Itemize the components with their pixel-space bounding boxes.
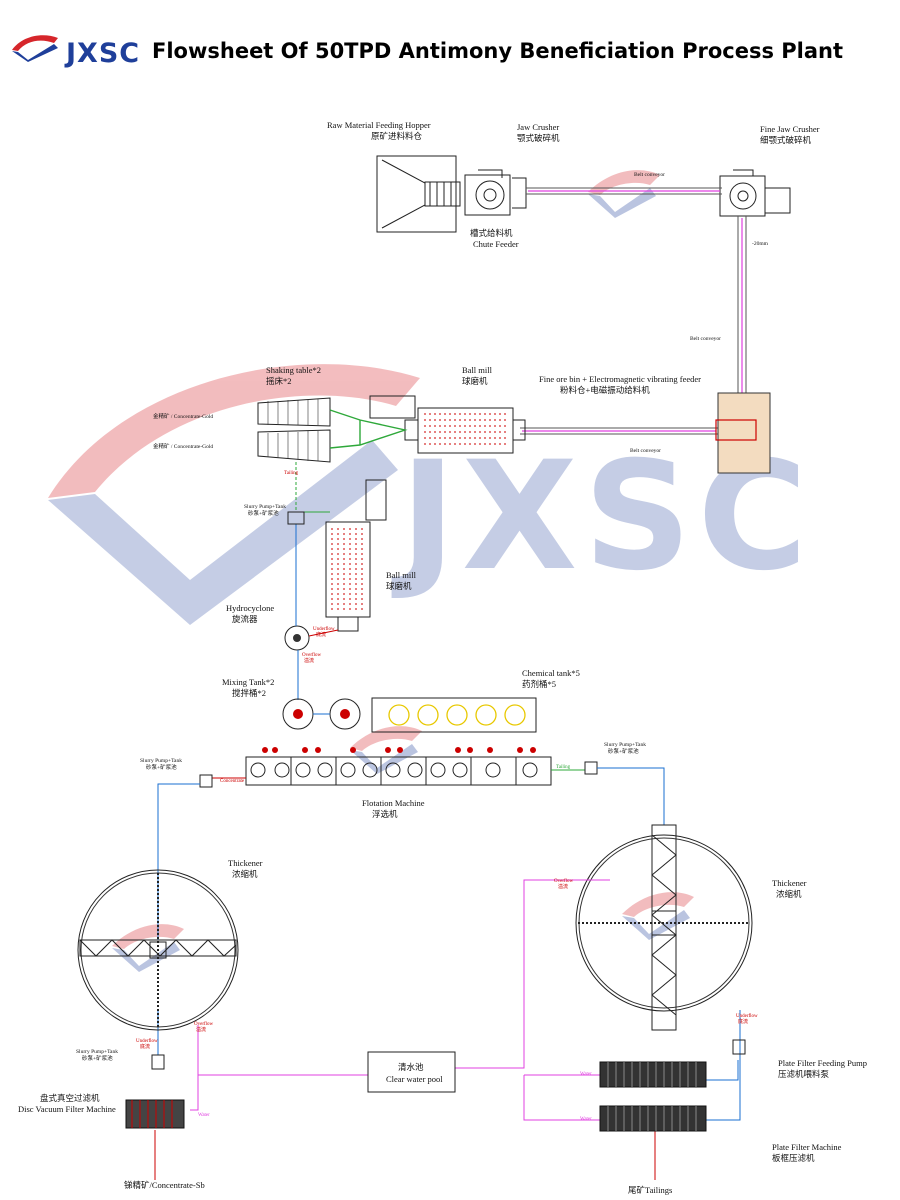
underflow-label-2-cn: 底流 (140, 1043, 150, 1050)
fine-bin-label-en: Fine ore bin + Electromagnetic vibrating… (539, 374, 701, 384)
water-lines (190, 879, 610, 1121)
slurry-pump-3-label-cn: 砂泵+矿浆池 (608, 747, 639, 755)
jaw-crusher (464, 169, 527, 216)
overflow-label-2-cn: 溢流 (558, 883, 568, 890)
fine-jaw-crusher (719, 169, 791, 217)
plate-filter-machines (599, 1061, 707, 1132)
fine-ore-bin (715, 392, 771, 474)
tailing-flow-label: Tailing (556, 765, 571, 770)
mixing-tank-label-cn: 搅拌桶*2 (232, 688, 266, 698)
overflow-label-3: Overflow (194, 1022, 214, 1027)
slurry-pump-2-label: Slurry Pump+Tank (140, 758, 182, 764)
slurry-pump-tank-4 (151, 1054, 165, 1070)
brand-name: JXSC (66, 38, 141, 69)
belt-conveyors (520, 187, 747, 435)
underflow-label-1-cn: 底流 (316, 631, 326, 638)
concentrate-sb-label: 锑精矿/Concentrate-Sb (124, 1180, 205, 1190)
ball-mill-2-label-cn: 球磨机 (386, 581, 412, 591)
slurry-pump-3-label: Slurry Pump+Tank (604, 742, 646, 748)
page-title: Flowsheet Of 50TPD Antimony Beneficiatio… (152, 39, 844, 63)
jaw-crusher-label-cn: 颚式破碎机 (517, 133, 560, 143)
slurry-pump-1 (287, 511, 305, 525)
disc-filter-label-cn: 盘式真空过滤机 (40, 1093, 100, 1103)
ball-mill-1-label-en: Ball mill (462, 365, 493, 375)
jaw-crusher-label-en: Jaw Crusher (517, 122, 559, 132)
header: JXSC Flowsheet Of 50TPD Antimony Benefic… (0, 0, 900, 100)
shaking-tables (257, 397, 408, 512)
hopper-label-cn: 原矿进料料仓 (371, 131, 423, 141)
underflow-label-1: Underflow (313, 627, 335, 632)
water-label-1: Water (198, 1113, 210, 1118)
ball-mill-2-label-en: Ball mill (386, 570, 417, 580)
thickener-2-label-en: Thickener (772, 878, 807, 888)
belt-label-3: Belt conveyor (630, 448, 661, 454)
plate-pump-label-en: Plate Filter Feeding Pump (778, 1058, 867, 1068)
concentrate-gold-1: 金精矿 / Concentrate-Gold (153, 412, 213, 420)
thickener-2-label-cn: 浓缩机 (776, 889, 802, 899)
flotation-machine (212, 747, 585, 786)
size-label: -20mm (752, 241, 769, 247)
watermark: JXSC (48, 170, 808, 972)
clear-water-label-cn: 清水池 (398, 1062, 424, 1072)
slurry-pump-1-label-cn: 砂泵+矿浆池 (248, 509, 279, 517)
hydrocyclone-label-cn: 旋流器 (232, 614, 258, 624)
plate-filter-label-en: Plate Filter Machine (772, 1142, 842, 1152)
underflow-label-3-cn: 底流 (738, 1018, 748, 1025)
concentrate-flow-label: Concentrate (220, 779, 245, 784)
fine-jaw-label-en: Fine Jaw Crusher (760, 124, 820, 134)
labels: Raw Material Feeding Hopper 原矿进料料仓 Jaw C… (18, 120, 867, 1195)
water-label-2: Water (580, 1072, 592, 1077)
clear-water-pool (367, 1051, 456, 1093)
overflow-label-1-cn: 溢流 (304, 657, 314, 664)
mixing-tanks (282, 698, 361, 730)
underflow-label-3: Underflow (736, 1014, 758, 1019)
chemical-tank-label-cn: 药剂桶*5 (522, 679, 556, 689)
plate-filter-label-cn: 板框压滤机 (772, 1153, 815, 1163)
thickener-1 (77, 869, 239, 1031)
belt-label-1: Belt conveyor (634, 172, 665, 178)
chemical-tanks (371, 697, 537, 733)
flotation-label-en: Flotation Machine (362, 798, 425, 808)
chemical-tank-label-en: Chemical tank*5 (522, 668, 580, 678)
tailings-label: 尾矿Tailings (628, 1185, 672, 1195)
disc-filter-label-en: Disc Vacuum Filter Machine (18, 1104, 116, 1114)
chute-label-en: Chute Feeder (473, 239, 519, 249)
slurry-pump-4-label-cn: 砂泵+矿浆池 (82, 1054, 113, 1062)
underflow-label-2: Underflow (136, 1039, 158, 1044)
overflow-label-3-cn: 溢流 (196, 1026, 206, 1033)
shaking-label-cn: 摇床*2 (266, 376, 292, 386)
hydrocyclone (284, 524, 339, 700)
slurry-pump-1-label: Slurry Pump+Tank (244, 504, 286, 510)
flotation-label-cn: 浮选机 (372, 809, 398, 819)
plate-pump-label-cn: 压滤机喂料泵 (778, 1069, 830, 1079)
thickener-1-label-cn: 浓缩机 (232, 869, 258, 879)
tailing-label-1: Tailing (284, 471, 299, 476)
ball-mill-2 (296, 479, 387, 632)
fine-jaw-label-cn: 细颚式破碎机 (760, 135, 812, 145)
chute-label-cn: 槽式给料机 (470, 228, 513, 238)
clear-water-label-en: Clear water pool (386, 1074, 443, 1084)
disc-vacuum-filter (125, 1099, 185, 1129)
ball-mill-1-label-cn: 球磨机 (462, 376, 488, 386)
ball-mill-1 (369, 395, 526, 454)
hydrocyclone-label-en: Hydrocyclone (226, 603, 274, 613)
fine-bin-label-cn: 粉料仓+电磁振动给料机 (560, 385, 650, 395)
concentrate-gold-2: 金精矿 / Concentrate-Gold (153, 442, 213, 450)
slurry-pump-4-label: Slurry Pump+Tank (76, 1049, 118, 1055)
hopper-label-en: Raw Material Feeding Hopper (327, 120, 431, 130)
shaking-label-en: Shaking table*2 (266, 365, 321, 375)
mixing-tank-label-en: Mixing Tank*2 (222, 677, 274, 687)
overflow-label-1: Overflow (302, 653, 322, 658)
product-lines (154, 1130, 656, 1180)
thickener-1-label-en: Thickener (228, 858, 263, 868)
jxsc-logo-icon (12, 35, 58, 62)
belt-label-2: Belt conveyor (690, 336, 721, 342)
overflow-label-2: Overflow (554, 879, 574, 884)
water-label-3: Water (580, 1117, 592, 1122)
slurry-pump-2-label-cn: 砂泵+矿浆池 (146, 763, 177, 771)
plate-filter-feeding-pump (732, 1039, 746, 1055)
feeding-hopper (376, 155, 461, 233)
thickener-2 (575, 824, 753, 1031)
